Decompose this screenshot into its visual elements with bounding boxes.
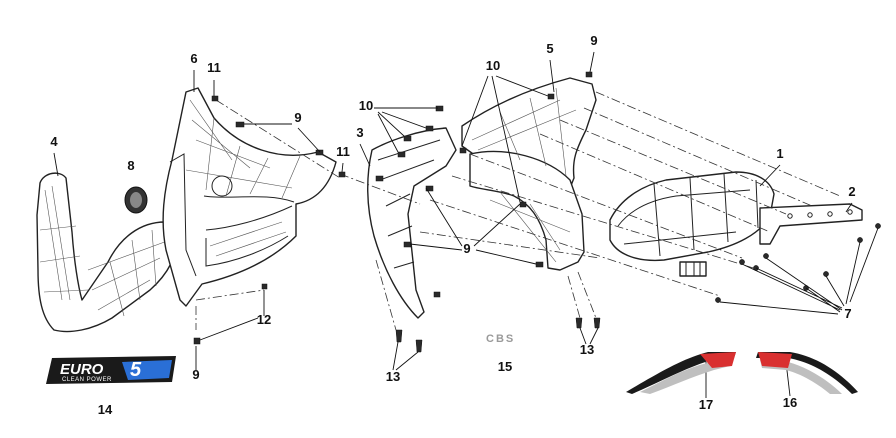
part-4-left-side-panel	[36, 172, 179, 333]
callout-9: 9	[192, 367, 199, 382]
part-15-cbs-decal: CBS	[486, 333, 515, 345]
part-16-decal-stripe	[756, 352, 858, 394]
part-1-headlight-assembly	[609, 171, 775, 277]
callout-9: 9	[463, 241, 470, 256]
cbs-decal-text: CBS	[486, 333, 515, 345]
callout-3: 3	[356, 125, 363, 140]
callout-10: 10	[486, 58, 500, 73]
badge-logo-text: EURO	[60, 361, 104, 378]
callout-9: 9	[590, 33, 597, 48]
callout-6: 6	[190, 51, 197, 66]
callout-8: 8	[127, 158, 134, 173]
part-6-inner-shield	[162, 87, 337, 307]
callout-1: 1	[776, 146, 783, 161]
badge-logo-number: 5	[130, 359, 142, 381]
callout-11: 11	[207, 60, 221, 75]
callout-12: 12	[257, 312, 271, 327]
callout-16: 16	[783, 395, 797, 410]
callout-2: 2	[848, 184, 855, 199]
callout-4: 4	[50, 134, 58, 149]
part-8-emblem	[124, 186, 148, 214]
part-17-decal-stripe	[626, 352, 736, 394]
part-2-bracket	[759, 203, 863, 245]
callout-13: 13	[580, 342, 594, 357]
callout-11: 11	[336, 144, 350, 159]
part-5-front-inner-panel	[461, 77, 597, 271]
callout-15: 15	[498, 359, 512, 374]
leader-lines	[53, 51, 879, 398]
part-3-inner-frame	[367, 127, 457, 319]
fasteners	[193, 71, 881, 353]
callout-17: 17	[699, 397, 713, 412]
badge-tagline: CLEAN POWER	[62, 377, 112, 383]
assembly-dash-lines	[195, 91, 841, 331]
callout-7: 7	[844, 306, 851, 321]
callout-14: 14	[98, 402, 113, 417]
callout-5: 5	[546, 41, 553, 56]
callout-13: 13	[386, 369, 400, 384]
callout-9: 9	[294, 110, 301, 125]
part-14-badge: EURO 5 CLEAN POWER	[46, 356, 176, 384]
callout-10: 10	[359, 98, 373, 113]
